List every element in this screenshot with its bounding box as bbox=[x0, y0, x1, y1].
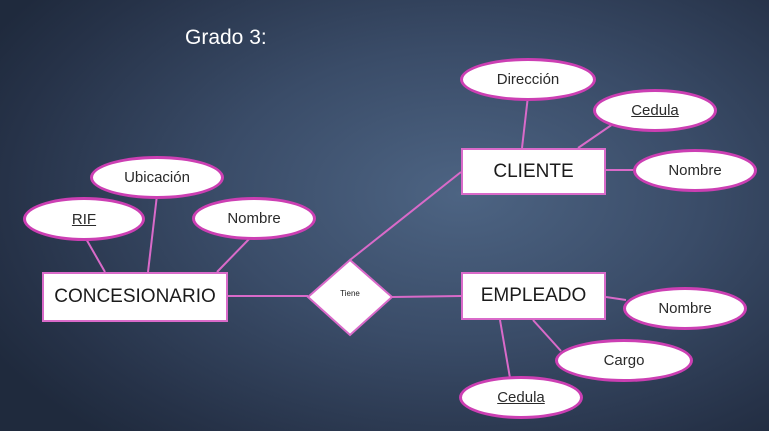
attribute-rif-label: RIF bbox=[71, 210, 97, 228]
attribute-empleado-nombre: Nombre bbox=[623, 287, 747, 330]
relationship-diamond bbox=[306, 258, 394, 337]
attribute-cliente-cedula-label: Cedula bbox=[631, 102, 679, 119]
line-tiene-cliente bbox=[349, 171, 462, 261]
attribute-empleado-cedula-label: Cedula bbox=[497, 389, 545, 406]
line-nombre-concesionario bbox=[216, 235, 253, 273]
line-empleado-nombre bbox=[605, 296, 627, 301]
attribute-cargo-label: Cargo bbox=[603, 352, 645, 369]
line-empleado-cedula bbox=[499, 319, 511, 379]
line-cedula-cliente bbox=[577, 123, 614, 149]
entity-concesionario: CONCESIONARIO bbox=[42, 272, 228, 322]
line-ubicacion-concesionario bbox=[147, 194, 158, 273]
attribute-direccion: Dirección bbox=[460, 58, 596, 101]
line-rif-concesionario bbox=[84, 236, 106, 273]
relationship-label: Tiene bbox=[340, 289, 360, 298]
line-direccion-cliente bbox=[521, 95, 529, 149]
attribute-empleado-cedula: Cedula bbox=[459, 376, 583, 419]
attribute-cliente-nombre-label: Nombre bbox=[668, 162, 722, 179]
entity-concesionario-label: CONCESIONARIO bbox=[54, 286, 216, 307]
attribute-cliente-nombre: Nombre bbox=[633, 149, 757, 192]
entity-cliente: CLIENTE bbox=[461, 148, 606, 195]
attribute-cliente-cedula: Cedula bbox=[593, 89, 717, 132]
attribute-rif: RIF bbox=[23, 197, 145, 241]
line-tiene-empleado bbox=[391, 295, 462, 298]
attribute-ubicacion: Ubicación bbox=[90, 156, 224, 199]
attribute-cargo: Cargo bbox=[555, 339, 693, 382]
attribute-direccion-label: Dirección bbox=[496, 71, 560, 88]
attribute-concesionario-nombre: Nombre bbox=[192, 197, 316, 240]
line-empleado-cargo bbox=[532, 319, 562, 352]
attribute-concesionario-nombre-label: Nombre bbox=[227, 210, 281, 227]
page-title: Grado 3: bbox=[185, 26, 267, 49]
attribute-empleado-nombre-label: Nombre bbox=[658, 300, 712, 317]
attribute-ubicacion-label: Ubicación bbox=[124, 169, 190, 186]
entity-cliente-label: CLIENTE bbox=[493, 160, 574, 182]
entity-empleado-label: EMPLEADO bbox=[480, 285, 587, 306]
entity-empleado: EMPLEADO bbox=[461, 272, 606, 320]
